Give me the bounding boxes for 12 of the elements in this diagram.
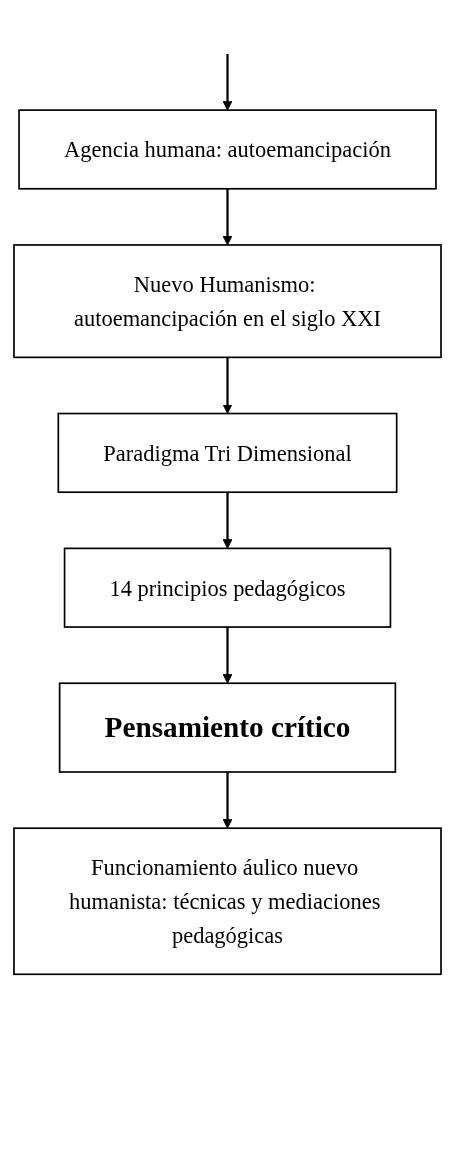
node-box: Agencia humana: autoemancipación xyxy=(18,109,437,190)
arrow xyxy=(222,188,233,246)
arrow xyxy=(222,53,233,111)
node-box: 14 principios pedagógicos xyxy=(63,547,392,628)
node-box: Pensamiento crítico xyxy=(58,682,397,773)
arrow xyxy=(222,357,233,414)
node-box: Funcionamiento áulico nuevo humanista: técnicas y mediaciones pedagógicas xyxy=(13,827,442,976)
arrow xyxy=(222,492,233,549)
arrow xyxy=(222,627,233,684)
node-box: Paradigma Tri Dimensional xyxy=(57,412,398,494)
node-box: Nuevo Humanismo: autoemancipación en el siglo XXI xyxy=(13,244,442,359)
arrow xyxy=(222,772,233,829)
